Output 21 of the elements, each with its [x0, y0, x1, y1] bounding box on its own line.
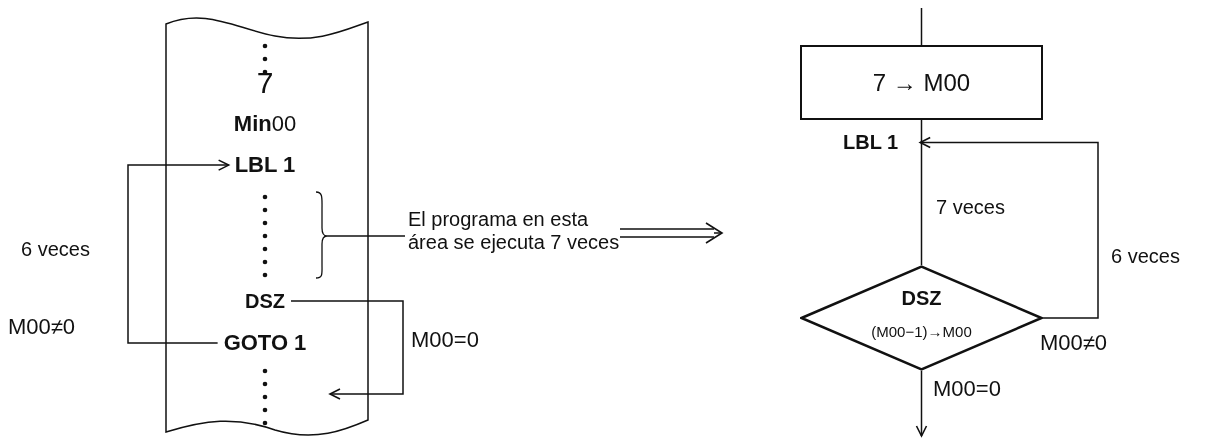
note-text: El programa en esta área se ejecuta 7 veces — [408, 208, 620, 254]
program-step: 7 — [256, 66, 274, 99]
step-label: LBL 1 — [843, 131, 899, 154]
decision-text: (M00−1)→M00 — [871, 323, 972, 340]
program-step: GOTO 1 — [223, 331, 307, 356]
process-box: 7 → M00 — [800, 45, 1043, 120]
arrow — [919, 136, 1099, 319]
connector-line — [920, 7, 923, 46]
connector-line — [920, 119, 923, 266]
condition-label: M00≠0 — [8, 314, 76, 340]
program-step: Min00 — [233, 112, 297, 137]
leader-line — [326, 235, 406, 237]
arrow — [915, 370, 928, 437]
arrow — [290, 300, 404, 400]
program-step: LBL 1 — [234, 153, 296, 178]
program-step: DSZ — [245, 290, 285, 312]
condition-label: M00≠0 — [1040, 330, 1108, 356]
decision-diamond — [800, 265, 1043, 371]
decision-title: DSZ — [901, 287, 942, 310]
arrow — [619, 222, 723, 244]
arrow — [127, 159, 230, 344]
